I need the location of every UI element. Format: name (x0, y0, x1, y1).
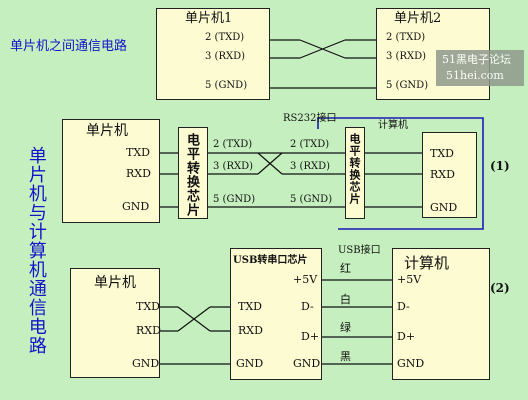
s3-mcu-label: 单片机 (94, 275, 136, 291)
mcu1-label: 单片机1 (185, 11, 233, 26)
s2-right-pin5: 5 (GND) (290, 194, 333, 205)
s3-chip-txd: TXD (238, 300, 262, 313)
mcu2-rxd-pin: 3 (RXD) (386, 51, 427, 62)
s3-mcu-box (70, 268, 160, 378)
s2-rs232-label: RS232接口 (283, 113, 337, 124)
s2-level-chip-left (178, 127, 208, 219)
s3-chip-dplus: D+ (301, 330, 320, 343)
s3-tag: (2) (490, 281, 510, 295)
s3-pc-gnd: GND (397, 357, 425, 370)
rs232-frame (317, 117, 484, 230)
s3-chip-5v: +5V (293, 273, 318, 286)
s3-wire-cross-b (177, 306, 211, 332)
s3-usb-chip-title: USB转串口芯片 (233, 255, 308, 266)
s3-pc-5v: +5V (397, 273, 422, 286)
title-mcu-to-mcu: 单片机之间通信电路 (10, 39, 128, 54)
watermark-badge: 51黑电子论坛 51hei.com (436, 50, 524, 86)
s3-usb-port-label: USB接口 (338, 245, 381, 256)
s3-wire-white-label: 白 (340, 293, 351, 306)
watermark-line1: 51黑电子论坛 (442, 53, 511, 66)
s2-pc-rxd: RXD (430, 168, 455, 181)
s2-computer-label: 计算机 (378, 120, 408, 131)
mcu2-txd-pin: 2 (TXD) (386, 32, 426, 43)
s3-computer-box (392, 248, 490, 380)
s1-wire-cross-b (299, 39, 346, 59)
s3-mcu-txd: TXD (136, 300, 160, 313)
mcu2-label: 单片机2 (394, 11, 442, 26)
s3-mcu-rxd: RXD (136, 324, 161, 337)
mcu2-gnd-pin: 5 (GND) (386, 80, 429, 91)
mcu1-txd-pin: 2 (TXD) (205, 32, 245, 43)
s2-pc-txd: TXD (430, 147, 454, 160)
s2-left-pin2: 2 (TXD) (213, 139, 253, 150)
s3-computer-label: 计算机 (404, 254, 450, 272)
s2-mcu-rxd: RXD (126, 167, 151, 180)
s2-mcu-txd: TXD (126, 146, 150, 159)
s2-computer-box (422, 132, 477, 218)
s2-right-pin2: 2 (TXD) (290, 139, 330, 150)
s2-mcu-box (62, 119, 160, 223)
s2-mcu-label: 单片机 (86, 123, 128, 139)
watermark-line2: 51hei.com (446, 69, 504, 82)
s2-level-chip-right (345, 127, 365, 219)
s3-wire-black-label: 黑 (340, 350, 351, 363)
s3-chip-rxd: RXD (238, 324, 263, 337)
s2-wire-cross-b (257, 152, 283, 175)
mcu1-box (156, 8, 270, 100)
s2-mcu-gnd: GND (122, 200, 150, 213)
s3-mcu-gnd: GND (132, 357, 160, 370)
s2-right-pin3: 3 (RXD) (290, 161, 331, 172)
s3-pc-dplus: D+ (397, 330, 416, 343)
s3-chip-gnd-r: GND (293, 357, 321, 370)
s2-left-pin5: 5 (GND) (213, 194, 256, 205)
s3-chip-gnd: GND (236, 357, 264, 370)
s2-pc-gnd: GND (430, 201, 458, 214)
s3-wire-green-label: 绿 (340, 321, 351, 334)
mcu1-gnd-pin: 5 (GND) (205, 80, 248, 91)
mcu1-rxd-pin: 3 (RXD) (205, 51, 246, 62)
s2-tag: (1) (490, 159, 510, 173)
s3-wire-red-label: 红 (340, 262, 351, 275)
title-mcu-to-pc: 单片机与计算机通信电路 (25, 146, 47, 355)
s3-chip-dminus: D- (301, 300, 314, 313)
s2-left-pin3: 3 (RXD) (213, 161, 254, 172)
s3-usb-chip-box (230, 248, 322, 380)
s2-level-chip-left-label: 电平转换芯片 (184, 133, 199, 217)
s3-pc-dminus: D- (397, 300, 410, 313)
s2-level-chip-right-label: 电平转换芯片 (348, 133, 361, 205)
